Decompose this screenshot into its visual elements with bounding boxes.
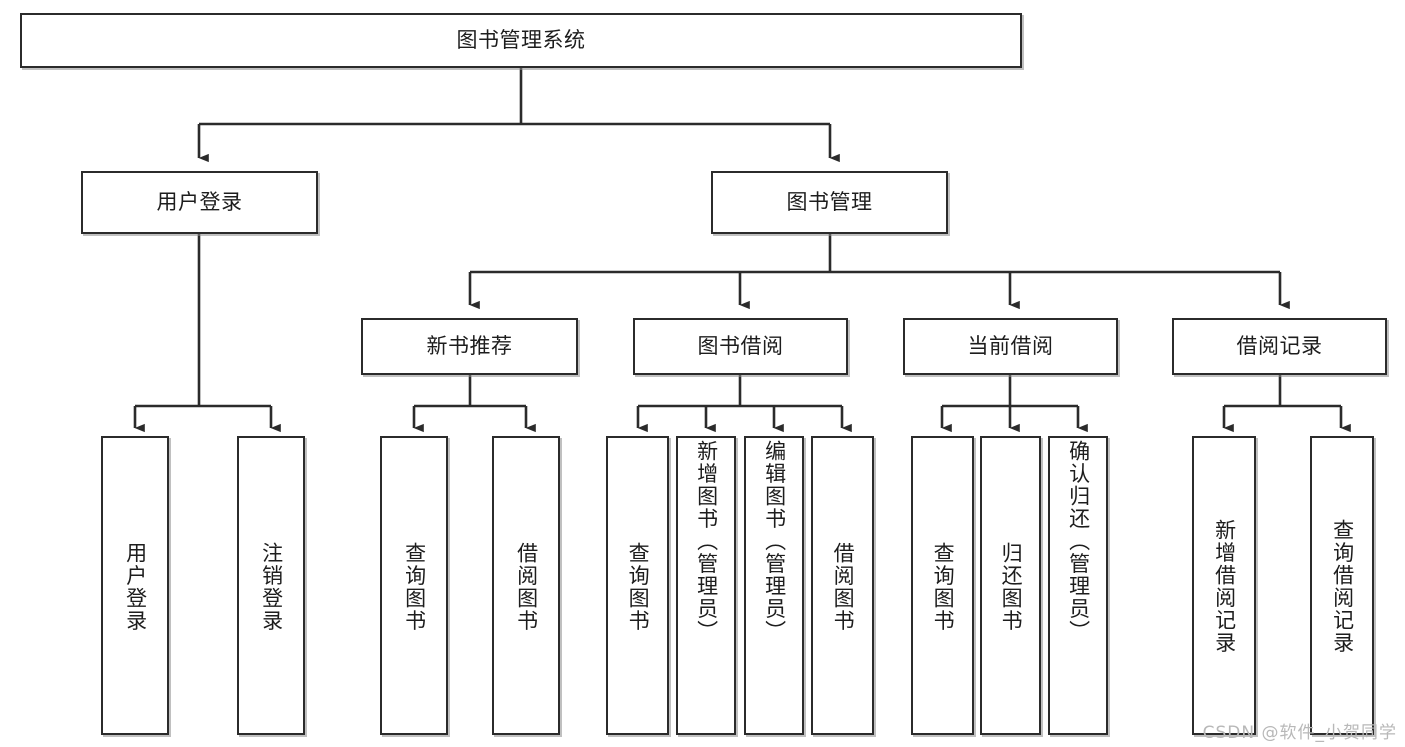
node-leaf-query-borrow-record-label: 查询借阅记录 bbox=[1330, 519, 1355, 654]
node-book-borrow-label: 图书借阅 bbox=[697, 334, 784, 359]
node-book-management-label: 图书管理 bbox=[786, 190, 873, 215]
node-user-login[interactable]: 用户登录 bbox=[81, 171, 318, 234]
connector-group-book-borrow bbox=[636, 375, 852, 433]
node-leaf-logout[interactable]: 注销登录 bbox=[237, 436, 305, 735]
node-new-book-recommend[interactable]: 新书推荐 bbox=[361, 318, 578, 375]
node-root-system-label: 图书管理系统 bbox=[456, 28, 586, 53]
node-new-book-recommend-label: 新书推荐 bbox=[426, 334, 513, 359]
node-leaf-add-borrow-record[interactable]: 新增借阅记录 bbox=[1192, 436, 1256, 735]
node-leaf-return-book-label: 归还图书 bbox=[999, 541, 1024, 632]
node-book-management[interactable]: 图书管理 bbox=[711, 171, 948, 234]
node-leaf-confirm-return-admin[interactable]: 确认归还（管理员） bbox=[1048, 436, 1108, 735]
csdn-watermark: CSDN @软件_小贺同学 bbox=[1202, 723, 1397, 743]
node-leaf-borrow-book-recommend[interactable]: 借阅图书 bbox=[492, 436, 560, 735]
node-current-borrow-label: 当前借阅 bbox=[967, 334, 1054, 359]
connector-group-book-manage bbox=[468, 234, 1290, 310]
connector-group-user-login bbox=[133, 234, 281, 433]
node-leaf-logout-label: 注销登录 bbox=[259, 541, 284, 632]
node-leaf-user-login-label: 用户登录 bbox=[123, 541, 148, 632]
node-leaf-query-book-recommend[interactable]: 查询图书 bbox=[380, 436, 448, 735]
node-leaf-add-borrow-record-label: 新增借阅记录 bbox=[1212, 519, 1237, 654]
node-leaf-borrow-book[interactable]: 借阅图书 bbox=[811, 436, 874, 735]
connector-group-current-borrow bbox=[940, 375, 1088, 433]
node-leaf-borrow-book-recommend-label: 借阅图书 bbox=[514, 541, 539, 632]
node-leaf-edit-book-admin[interactable]: 编辑图书（管理员） bbox=[744, 436, 804, 735]
node-leaf-return-book[interactable]: 归还图书 bbox=[980, 436, 1041, 735]
node-leaf-query-book-borrow-label: 查询图书 bbox=[626, 541, 651, 632]
node-leaf-confirm-return-admin-label: 确认归还（管理员） bbox=[1066, 440, 1091, 643]
node-user-login-label: 用户登录 bbox=[156, 190, 243, 215]
node-leaf-query-book-borrow[interactable]: 查询图书 bbox=[606, 436, 669, 735]
node-root-system[interactable]: 图书管理系统 bbox=[20, 13, 1022, 68]
node-leaf-query-book-current-label: 查询图书 bbox=[931, 541, 956, 632]
node-leaf-add-book-admin[interactable]: 新增图书（管理员） bbox=[676, 436, 736, 735]
connector-group-new-book bbox=[412, 375, 536, 433]
node-borrow-record[interactable]: 借阅记录 bbox=[1172, 318, 1387, 375]
node-leaf-edit-book-admin-label: 编辑图书（管理员） bbox=[762, 440, 787, 643]
node-book-borrow[interactable]: 图书借阅 bbox=[633, 318, 848, 375]
node-current-borrow[interactable]: 当前借阅 bbox=[903, 318, 1118, 375]
node-borrow-record-label: 借阅记录 bbox=[1236, 334, 1323, 359]
node-leaf-query-book-recommend-label: 查询图书 bbox=[402, 541, 427, 632]
node-leaf-borrow-book-label: 借阅图书 bbox=[831, 541, 856, 632]
connector-group-root bbox=[197, 68, 840, 163]
node-leaf-add-book-admin-label: 新增图书（管理员） bbox=[694, 440, 719, 643]
node-leaf-query-book-current[interactable]: 查询图书 bbox=[911, 436, 974, 735]
node-leaf-user-login[interactable]: 用户登录 bbox=[101, 436, 169, 735]
connector-group-borrow-record bbox=[1222, 375, 1351, 433]
node-leaf-query-borrow-record[interactable]: 查询借阅记录 bbox=[1310, 436, 1374, 735]
